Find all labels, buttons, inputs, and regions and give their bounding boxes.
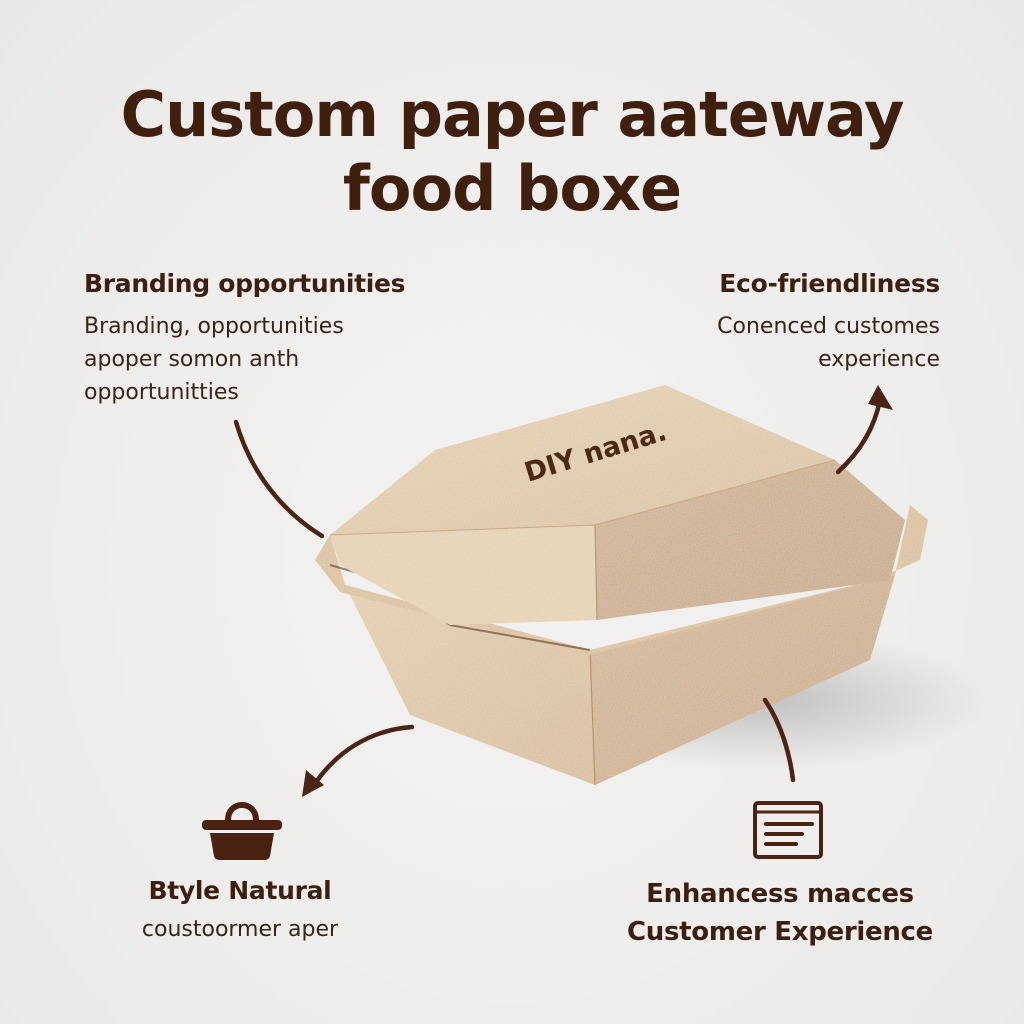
feature-experience-heading-1: Enhancess macces bbox=[646, 879, 914, 909]
page-title: Custom paper aateway food boxe bbox=[0, 78, 1024, 226]
feature-natural-heading: Btyle Natural bbox=[148, 876, 332, 905]
feature-natural-body: coustoormer aper bbox=[141, 917, 339, 942]
arrowhead-top-right bbox=[868, 385, 893, 410]
document-icon bbox=[753, 801, 823, 859]
arrow-top-right bbox=[835, 397, 883, 475]
feature-eco: Eco-friendliness Conenced customes exper… bbox=[620, 268, 940, 376]
arrow-bottom-left bbox=[309, 724, 415, 791]
feature-experience-heading-2: Customer Experience bbox=[627, 917, 933, 947]
feature-eco-heading: Eco-friendliness bbox=[719, 269, 940, 298]
feature-branding-heading: Branding opportunities bbox=[84, 269, 406, 298]
feature-eco-line-2: experience bbox=[818, 347, 940, 372]
title-line-1: Custom paper aateway bbox=[120, 78, 905, 151]
feature-branding-line-3: opportunitties bbox=[84, 380, 239, 405]
feature-branding: Branding opportunities Branding, opportu… bbox=[84, 268, 464, 409]
box-logo: DIY nana. bbox=[521, 416, 670, 488]
arrow-bottom-right bbox=[762, 697, 796, 783]
feature-branding-line-1: Branding, opportunities bbox=[84, 314, 344, 339]
feature-experience: Enhancess macces Customer Experience bbox=[600, 875, 960, 951]
feature-natural: Btyle Natural coustoormer aper bbox=[100, 875, 380, 946]
arrow-top-left bbox=[233, 419, 325, 539]
title-line-2: food boxe bbox=[342, 152, 682, 225]
basket-icon bbox=[202, 802, 282, 860]
feature-branding-line-2: apoper somon anth bbox=[84, 347, 300, 372]
arrowhead-bottom-left bbox=[302, 770, 324, 797]
feature-eco-line-1: Conenced customes bbox=[717, 314, 940, 339]
